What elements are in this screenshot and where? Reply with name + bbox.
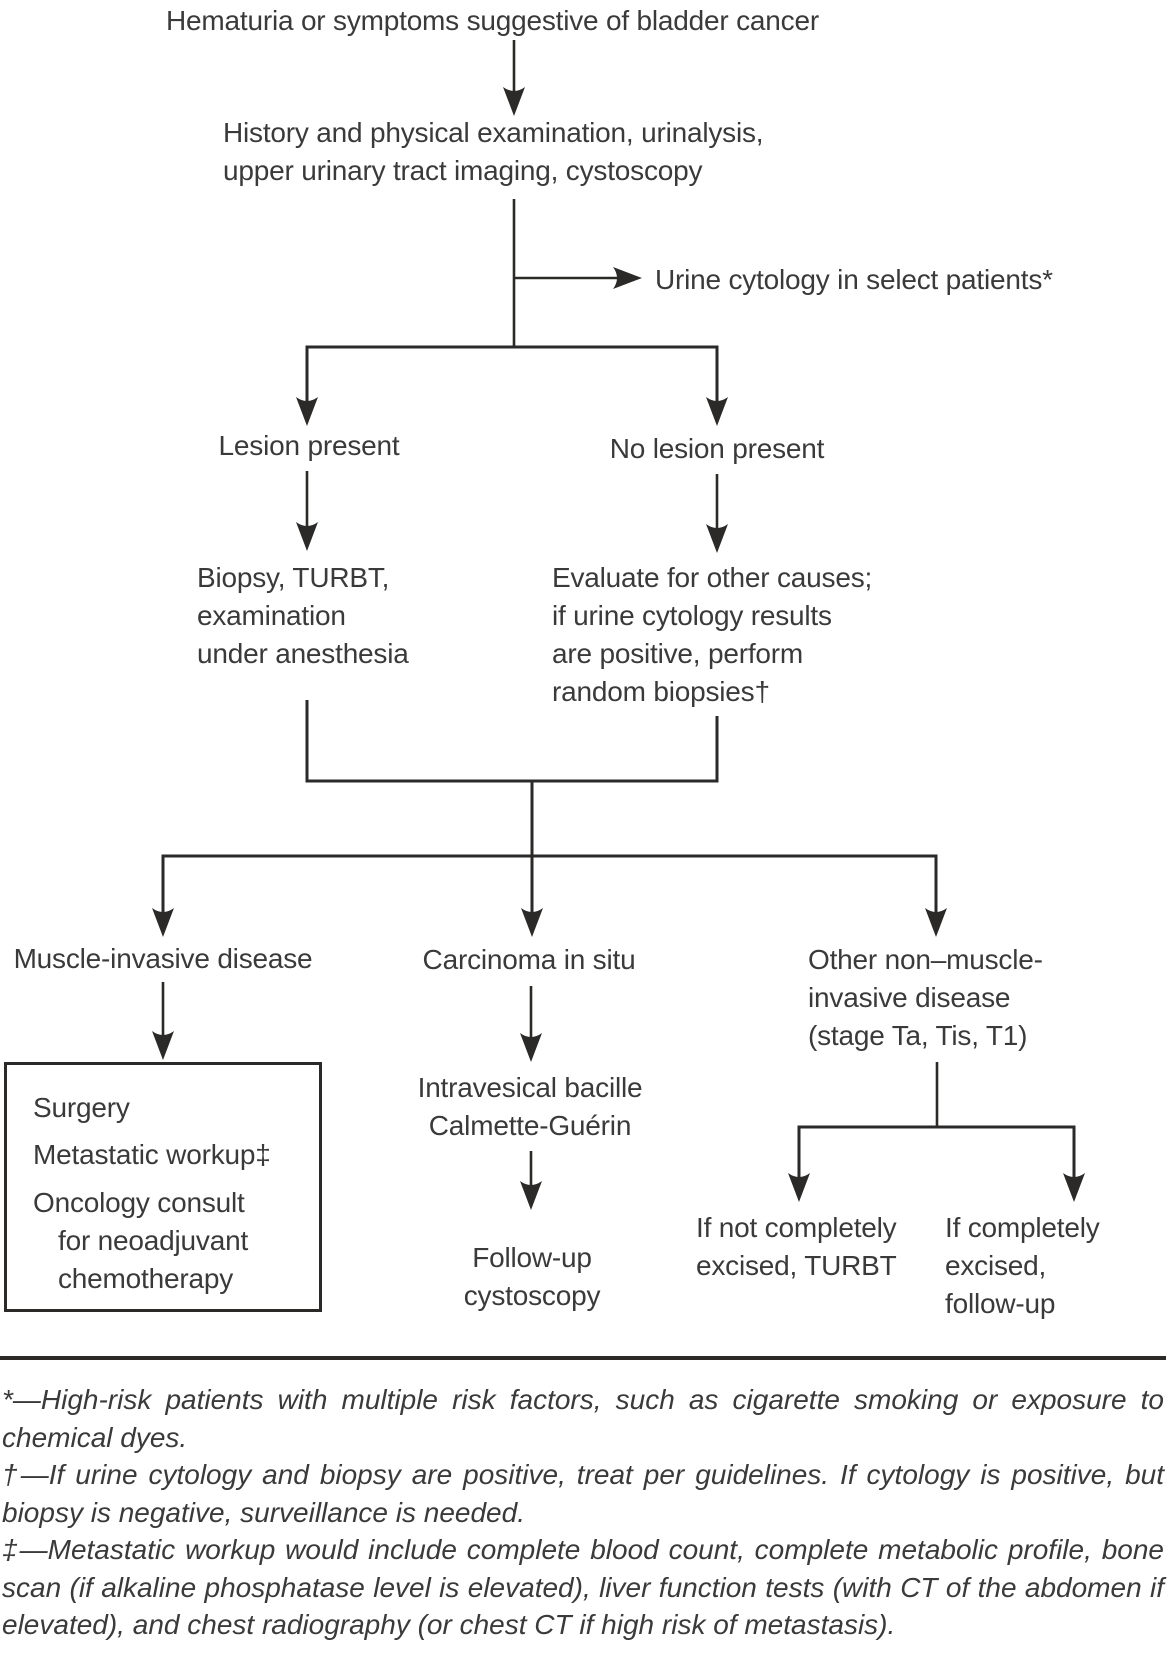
footnote-dagger: †—If urine cytology and biopsy are posit… <box>2 1459 1164 1528</box>
excised-line-1: If completely <box>945 1212 1100 1243</box>
carcinoma-in-situ-node: Carcinoma in situ <box>422 944 636 975</box>
workup-node: History and physical examination, urinal… <box>223 114 764 190</box>
merge-connector <box>305 700 719 783</box>
surgery-box <box>4 1062 322 1312</box>
flowchart-title: Hematuria or symptoms suggestive of blad… <box>166 5 819 36</box>
arrowhead-down-icon <box>296 397 318 426</box>
arrowhead-down-icon <box>152 908 174 937</box>
split-lesion-connector <box>305 345 719 404</box>
excised-line-2: excised, <box>945 1250 1047 1281</box>
biopsy-line-3: under anesthesia <box>197 638 409 669</box>
no-lesion-present-node: No lesion present <box>609 433 825 464</box>
other-line-3: (stage Ta, Tis, T1) <box>808 1020 1028 1051</box>
surgery-box-line-5: chemotherapy <box>58 1263 234 1294</box>
completely-excised-node: If completely excised, follow-up <box>945 1209 1100 1323</box>
arrowhead-down-icon <box>521 908 543 937</box>
lesion-present-node: Lesion present <box>218 430 400 461</box>
arrowhead-down-icon <box>706 524 728 553</box>
arrowhead-down-icon <box>296 522 318 551</box>
not-excised-line-1: If not completely <box>696 1212 897 1243</box>
evaluate-line-2: if urine cytology results <box>552 600 832 631</box>
arrowhead-down-icon <box>520 1033 542 1062</box>
other-non-muscle-node: Other non–muscle- invasive disease (stag… <box>808 941 1043 1055</box>
arrowhead-down-icon <box>503 87 525 116</box>
workup-line-2: upper urinary tract imaging, cystoscopy <box>223 155 703 186</box>
bcg-line-2: Calmette-Guérin <box>428 1110 632 1141</box>
surgery-box-line-1: Surgery <box>33 1092 130 1123</box>
arrowhead-down-icon <box>520 1181 542 1210</box>
arrowhead-down-icon <box>706 397 728 426</box>
muscle-invasive-node: Muscle-invasive disease <box>13 943 313 974</box>
workup-line-1: History and physical examination, urinal… <box>223 117 764 148</box>
surgery-box-line-2: Metastatic workup‡ <box>33 1139 271 1170</box>
biopsy-turbt-node: Biopsy, TURBT, examination under anesthe… <box>197 559 409 673</box>
followup-line-2: cystoscopy <box>463 1280 601 1311</box>
evaluate-node: Evaluate for other causes; if urine cyto… <box>552 559 872 711</box>
footnote-divider <box>0 1356 1166 1360</box>
urine-cytology-node: Urine cytology in select patients* <box>655 264 1053 295</box>
excised-line-3: follow-up <box>945 1288 1056 1319</box>
followup-line-1: Follow-up <box>472 1242 592 1273</box>
split-excised-connector <box>797 1125 1076 1180</box>
bcg-line-1: Intravesical bacille <box>417 1072 643 1103</box>
other-line-1: Other non–muscle- <box>808 944 1043 975</box>
intravesical-bcg-node: Intravesical bacille Calmette-Guérin <box>418 1069 643 1145</box>
footnote-double-dagger: ‡—Metastatic workup would include comple… <box>2 1534 1164 1640</box>
other-line-2: invasive disease <box>808 982 1011 1013</box>
followup-cystoscopy-node: Follow-up cystoscopy <box>464 1239 601 1315</box>
evaluate-line-3: are positive, perform <box>552 638 804 669</box>
distribution-connector <box>161 854 938 915</box>
evaluate-line-4: random biopsies† <box>552 676 770 707</box>
footnotes-section: *—High-risk patients with multiple risk … <box>2 1381 1164 1644</box>
not-completely-excised-node: If not completely excised, TURBT <box>696 1209 897 1285</box>
surgery-box-line-4: for neoadjuvant <box>58 1225 249 1256</box>
surgery-box-line-3: Oncology consult <box>33 1187 245 1218</box>
arrowhead-down-icon <box>788 1173 810 1202</box>
arrowhead-down-icon <box>152 1031 174 1060</box>
not-excised-line-2: excised, TURBT <box>696 1250 897 1281</box>
arrowhead-down-icon <box>1063 1173 1085 1202</box>
biopsy-line-1: Biopsy, TURBT, <box>197 562 390 593</box>
arrowhead-down-icon <box>925 908 947 937</box>
arrowhead-right-icon <box>613 267 642 289</box>
evaluate-line-1: Evaluate for other causes; <box>552 562 873 593</box>
biopsy-line-2: examination <box>197 600 346 631</box>
footnote-asterisk: *—High-risk patients with multiple risk … <box>2 1384 1164 1453</box>
